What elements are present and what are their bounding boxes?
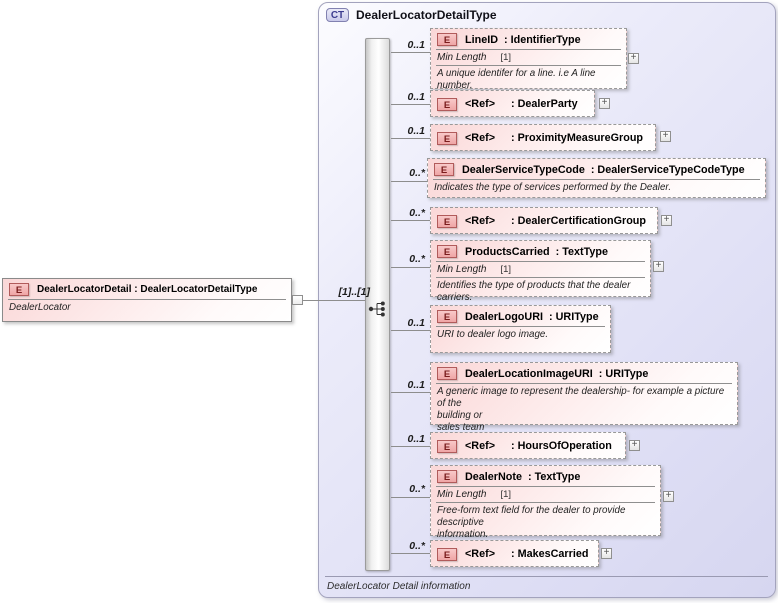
element-name: <Ref>: [465, 548, 496, 560]
complex-type-footer: DealerLocator Detail information: [327, 581, 471, 592]
sequence-icon: [368, 301, 385, 317]
expand-button[interactable]: +: [653, 261, 664, 272]
complex-type-title: DealerLocatorDetailType: [356, 8, 497, 22]
element-name: <Ref>: [465, 98, 496, 110]
connector-line: [391, 138, 430, 139]
connector-line: [391, 104, 430, 105]
cardinality-label: 0..1: [407, 125, 425, 137]
connector-line: [391, 446, 430, 447]
element-type: : MakesCarried: [511, 548, 589, 560]
cardinality-label: 0..*: [409, 483, 425, 495]
footer-divider: [325, 576, 768, 577]
element-badge-icon: E: [437, 33, 457, 46]
element-name: DealerServiceTypeCode: [462, 163, 585, 176]
element-box-dealerlocationimageuri[interactable]: E DealerLocationImageURI : URIType A gen…: [430, 362, 738, 433]
connector-line: [303, 300, 365, 301]
element-name: DealerLogoURI: [465, 310, 543, 323]
element-box-dealernote[interactable]: E DealerNote : TextType Min Length [1] F…: [430, 465, 661, 540]
connector-line: [391, 220, 430, 221]
element-badge-icon: E: [437, 245, 457, 258]
element-annotation: Indicates the type of services performed…: [433, 179, 760, 197]
cardinality-label: 0..1: [407, 379, 425, 391]
element-type: : DealerServiceTypeCodeType: [590, 163, 745, 176]
expand-button[interactable]: +: [661, 215, 672, 226]
element-name: <Ref>: [465, 132, 496, 144]
element-badge-icon: E: [437, 131, 457, 145]
cardinality-label: [1]..[1]: [338, 286, 371, 298]
expand-button[interactable]: +: [599, 98, 610, 109]
cardinality-label: 0..*: [409, 207, 425, 219]
complex-type-badge-icon: CT: [326, 8, 349, 22]
element-type: : TextType: [528, 470, 581, 483]
connector-line: [391, 52, 430, 53]
cardinality-label: 0..*: [409, 167, 425, 179]
element-badge-icon: E: [437, 439, 457, 453]
element-type: : ProximityMeasureGroup: [511, 132, 644, 144]
facet-name: Min Length: [437, 489, 487, 500]
element-annotation: Free-form text field for the dealer to p…: [436, 502, 655, 544]
facet-value: [1]: [500, 264, 512, 275]
element-badge-icon: E: [437, 367, 457, 380]
element-badge-icon: E: [437, 470, 457, 483]
cardinality-label: 0..1: [407, 91, 425, 103]
connector-line: [391, 330, 430, 331]
element-box-ref-proximitymeasuregroup[interactable]: E <Ref> : ProximityMeasureGroup: [430, 124, 656, 151]
element-box-lineid[interactable]: E LineID : IdentifierType Min Length [1]…: [430, 28, 627, 91]
element-badge-icon: E: [434, 163, 454, 176]
connector-line: [391, 181, 427, 182]
collapse-stub[interactable]: [292, 295, 303, 305]
connector-line: [391, 553, 430, 554]
element-badge-icon: E: [437, 310, 457, 323]
element-type: : TextType: [555, 245, 609, 258]
connector-line: [391, 392, 430, 393]
element-type: : URIType: [598, 367, 649, 380]
root-element-title: DealerLocatorDetail : DealerLocatorDetai…: [37, 284, 258, 295]
element-annotation: URI to dealer logo image.: [436, 326, 605, 344]
element-annotation: A unique identifer for a line. i.e A lin…: [436, 65, 621, 95]
element-name: LineID: [465, 33, 498, 46]
cardinality-label: 0..1: [407, 433, 425, 445]
element-type: : IdentifierType: [504, 33, 581, 46]
root-element-box[interactable]: E DealerLocatorDetail : DealerLocatorDet…: [2, 278, 292, 322]
facet-value: [1]: [500, 52, 512, 63]
root-element-annotation: DealerLocator: [8, 299, 286, 317]
cardinality-label: 0..1: [407, 317, 425, 329]
expand-button[interactable]: +: [628, 53, 639, 64]
element-type: : DealerCertificationGroup: [511, 215, 646, 227]
element-type: : HoursOfOperation: [511, 440, 612, 452]
expand-button[interactable]: +: [663, 491, 674, 502]
element-box-productscarried[interactable]: E ProductsCarried : TextType Min Length …: [430, 240, 651, 303]
expand-button[interactable]: +: [601, 548, 612, 559]
expand-button[interactable]: +: [660, 131, 671, 142]
element-box-ref-dealercertificationgroup[interactable]: E <Ref> : DealerCertificationGroup: [430, 207, 658, 234]
element-type: : DealerParty: [511, 98, 578, 110]
element-name: ProductsCarried: [465, 245, 550, 258]
element-type: : URIType: [549, 310, 599, 323]
element-badge-icon: E: [9, 283, 29, 296]
element-box-ref-hoursofoperation[interactable]: E <Ref> : HoursOfOperation: [430, 432, 626, 459]
facet-name: Min Length: [437, 264, 487, 275]
element-name: <Ref>: [465, 215, 496, 227]
cardinality-label: 0..*: [409, 540, 425, 552]
element-badge-icon: E: [437, 214, 457, 228]
facet-name: Min Length: [437, 52, 487, 63]
element-annotation: Identifies the type of products that the…: [436, 277, 645, 307]
element-name: DealerLocationImageURI: [465, 367, 593, 380]
cardinality-label: 0..*: [409, 253, 425, 265]
connector-line: [391, 497, 430, 498]
element-name: <Ref>: [465, 440, 496, 452]
element-box-dealerlogouri[interactable]: E DealerLogoURI : URIType URI to dealer …: [430, 305, 611, 353]
element-annotation: A generic image to represent the dealers…: [436, 383, 732, 437]
element-name: DealerNote: [465, 470, 523, 483]
element-box-ref-dealerparty[interactable]: E <Ref> : DealerParty: [430, 90, 595, 117]
cardinality-label: 0..1: [407, 39, 425, 51]
element-badge-icon: E: [437, 547, 457, 561]
element-box-ref-makescarried[interactable]: E <Ref> : MakesCarried: [430, 540, 599, 567]
facet-value: [1]: [500, 489, 512, 500]
expand-button[interactable]: +: [629, 440, 640, 451]
element-box-dealerservicetypecode[interactable]: E DealerServiceTypeCode : DealerServiceT…: [427, 158, 766, 198]
element-badge-icon: E: [437, 97, 457, 111]
connector-line: [391, 267, 430, 268]
